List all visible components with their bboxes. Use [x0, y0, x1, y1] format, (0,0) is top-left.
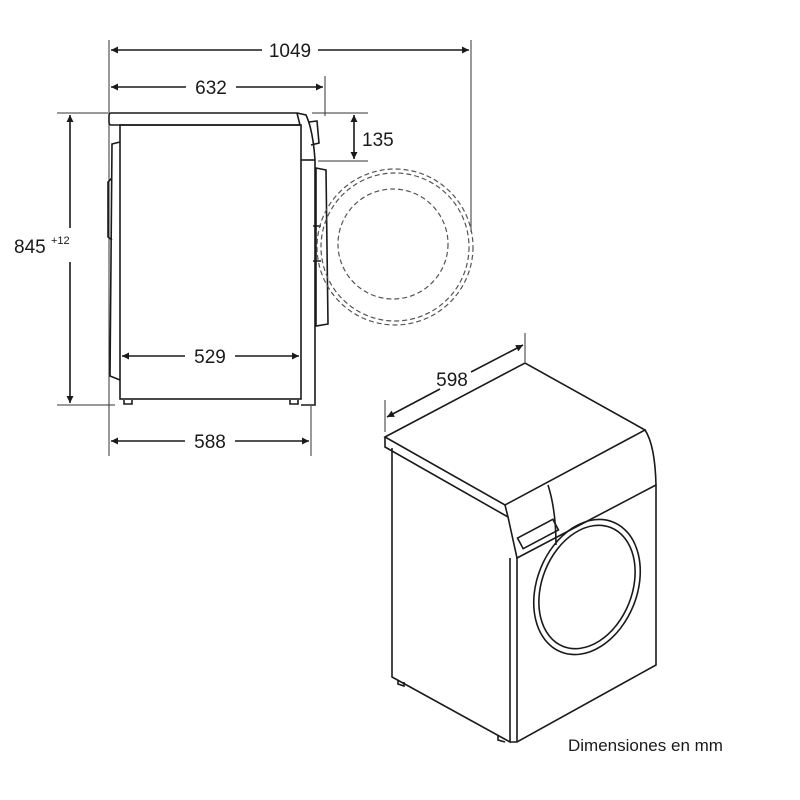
- isometric-washer: [383, 362, 657, 744]
- dimension-588: 588: [111, 432, 309, 453]
- label-632: 632: [195, 78, 227, 99]
- label-845: 845: [14, 237, 46, 258]
- label-598: 598: [436, 370, 468, 391]
- door-swing-path: [316, 168, 474, 326]
- extension-lines: [57, 40, 526, 456]
- dimension-1049: 1049: [111, 41, 469, 62]
- label-588: 588: [194, 432, 226, 453]
- label-529: 529: [194, 347, 226, 368]
- dimension-845: 845 +12: [14, 115, 74, 403]
- label-1049: 1049: [269, 41, 311, 62]
- dimension-529: 529: [122, 347, 299, 368]
- dimension-598: 598: [386, 344, 524, 418]
- label-845-tolerance: +12: [51, 235, 70, 247]
- dimension-632: 632: [111, 78, 323, 99]
- side-view-washer: [107, 112, 329, 406]
- label-135: 135: [362, 130, 394, 151]
- dimension-135: 135: [350, 115, 394, 159]
- units-caption: Dimensiones en mm: [568, 736, 723, 755]
